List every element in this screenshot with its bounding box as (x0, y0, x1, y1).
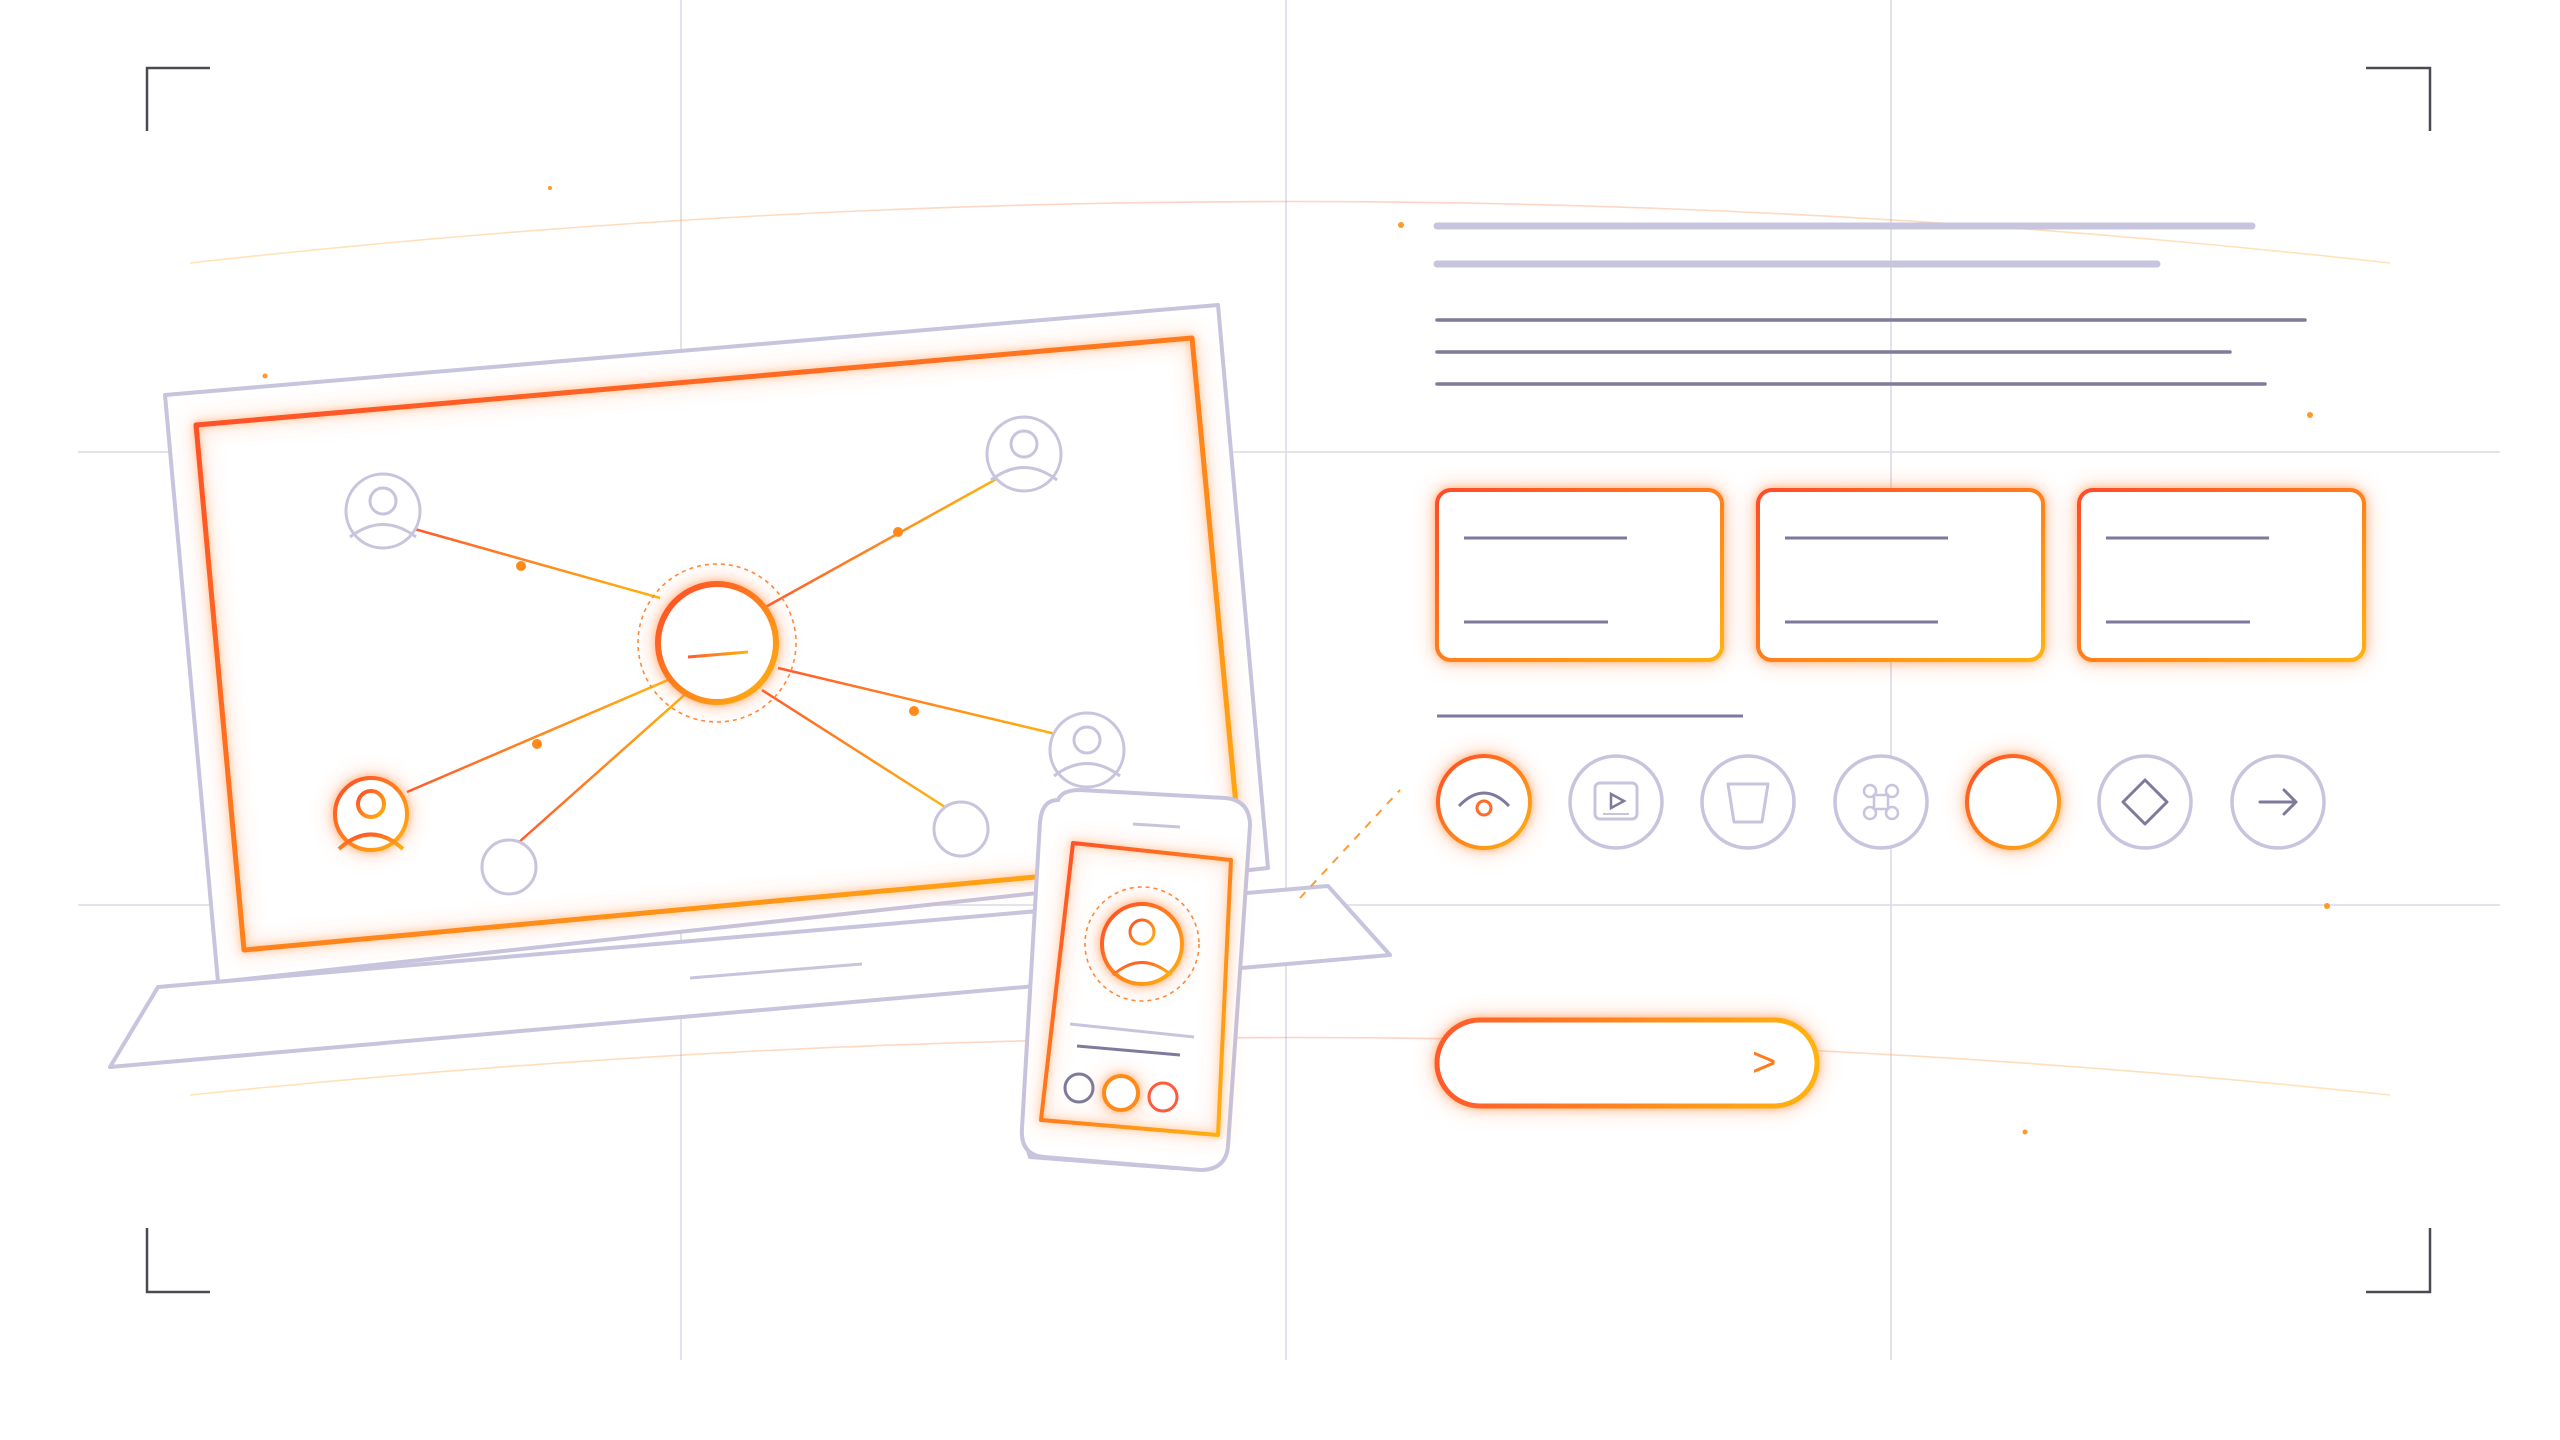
cta-button[interactable]: > (1434, 1017, 1820, 1109)
paragraph-lines (1435, 318, 2307, 386)
command-icon[interactable] (1833, 754, 1929, 850)
dot-gray[interactable] (1063, 1072, 1095, 1104)
card-1[interactable] (1435, 488, 1724, 662)
network-connectors (406, 475, 1061, 844)
dot-orange[interactable] (1102, 1074, 1140, 1112)
circle-icon[interactable] (1965, 754, 2061, 850)
empty-node-icon[interactable] (480, 838, 538, 896)
user-avatar-icon[interactable] (1084, 886, 1200, 1002)
card-2[interactable] (1756, 488, 2045, 662)
hub-icon[interactable] (637, 563, 797, 723)
play-icon[interactable] (1568, 754, 1664, 850)
sparkle-dots (262, 186, 2330, 1135)
heading-lines (1433, 222, 2256, 268)
arrow-right-icon[interactable] (2230, 754, 2326, 850)
cup-icon[interactable] (1700, 754, 1796, 850)
user-avatar-icon-active[interactable] (333, 776, 409, 852)
connector-dots (516, 527, 919, 749)
diamond-icon[interactable] (2097, 754, 2193, 850)
user-avatar-icon[interactable] (1048, 711, 1126, 789)
cta-button-label: > (1752, 1038, 1777, 1085)
decorative-arcs (189, 200, 2391, 1096)
corner-marks (145, 66, 2432, 1294)
laptop-trackpad-line (689, 962, 863, 980)
user-avatar-icon[interactable] (344, 472, 422, 550)
phone-screen (1039, 841, 1233, 1137)
dashed-connector (1299, 789, 1401, 899)
user-avatar-icon[interactable] (985, 415, 1063, 493)
eye-icon[interactable] (1436, 754, 1532, 850)
phone (1019, 787, 1253, 1173)
empty-node-icon[interactable] (932, 800, 990, 858)
card-3[interactable] (2077, 488, 2366, 662)
dot-red[interactable] (1147, 1081, 1179, 1113)
